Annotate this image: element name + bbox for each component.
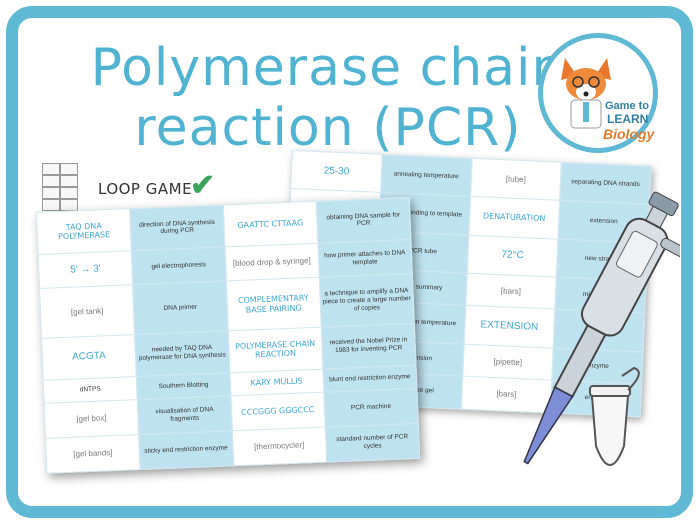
game-to-learn-logo: Game to LEARN Biology [538, 33, 658, 153]
front-card-cell: GAATTC CTTAAG [222, 201, 318, 247]
logo-game-to: Game to [605, 100, 650, 112]
front-card-cell: a technique to amplify a DNA piece to cr… [319, 273, 415, 328]
fox-scientist-icon [561, 58, 611, 129]
front-card-cell: gel electrophoresis [131, 246, 226, 286]
front-card-cell: received the Nobel Prize in 1983 for inv… [321, 323, 416, 369]
front-card-cell: [gel box] [44, 399, 139, 439]
loop-game-label: LOOP GAME [98, 180, 193, 198]
front-card-cell: PCR machine [323, 388, 419, 428]
front-card-cell: [blood drop & syringe] [224, 242, 320, 282]
check-icon: ✔ [190, 169, 216, 202]
illustration-icon: [gel bands] [73, 448, 113, 459]
mini-cards-icon [42, 163, 90, 213]
front-card-cell: COMPLEMENTARY BASE PAIRING [225, 277, 322, 331]
front-card-cell: ACGTA [41, 334, 137, 380]
back-card-cell: annealing temperature [380, 154, 472, 197]
front-card-cell: DNA primer [132, 281, 228, 335]
front-card-cell: visualisation of DNA fragments [137, 396, 232, 435]
title-line-1: Polymerase chain [90, 38, 566, 98]
front-card-cell: [gel tank] [39, 285, 135, 339]
illustration-icon: [thermocycler] [253, 440, 305, 452]
front-card-cell: TAQ DNA POLYMERASE [36, 208, 132, 255]
front-card-cell: needed by TAQ DNA polymerase for DNA syn… [134, 330, 230, 377]
logo-learn: LEARN [607, 112, 649, 126]
front-card-cell: sticky end restriction enzyme [138, 430, 234, 470]
back-card-cell: 25-30 [290, 150, 383, 193]
front-card-cell: [thermocycler] [231, 427, 327, 466]
title-line-2: reaction (PCR) [134, 98, 522, 158]
front-card-cell: 5' → 3' [38, 250, 133, 289]
illustration-icon: [gel tank] [70, 306, 104, 317]
front-card-cell: direction of DNA synthesis during PCR [129, 204, 225, 251]
illustration-icon: [gel box] [76, 413, 107, 424]
front-card-cell: [gel bands] [45, 434, 141, 474]
front-card-cell: POLYMERASE CHAIN REACTION [227, 327, 323, 373]
front-card-cell: standard number of PCR cycles [325, 423, 420, 463]
microcentrifuge-tube-icon [589, 366, 640, 466]
front-card-cell: CCCGGG GGGCCC [230, 392, 326, 431]
micropipette-icon [523, 191, 680, 465]
illustration-icon: [blood drop & syringe] [232, 255, 311, 268]
front-card-cell: obtaining DNA sample for PCR [316, 197, 411, 243]
front-card-cell: how primer attaches to DNA template [317, 239, 413, 278]
logo-biology: Biology [603, 126, 655, 142]
